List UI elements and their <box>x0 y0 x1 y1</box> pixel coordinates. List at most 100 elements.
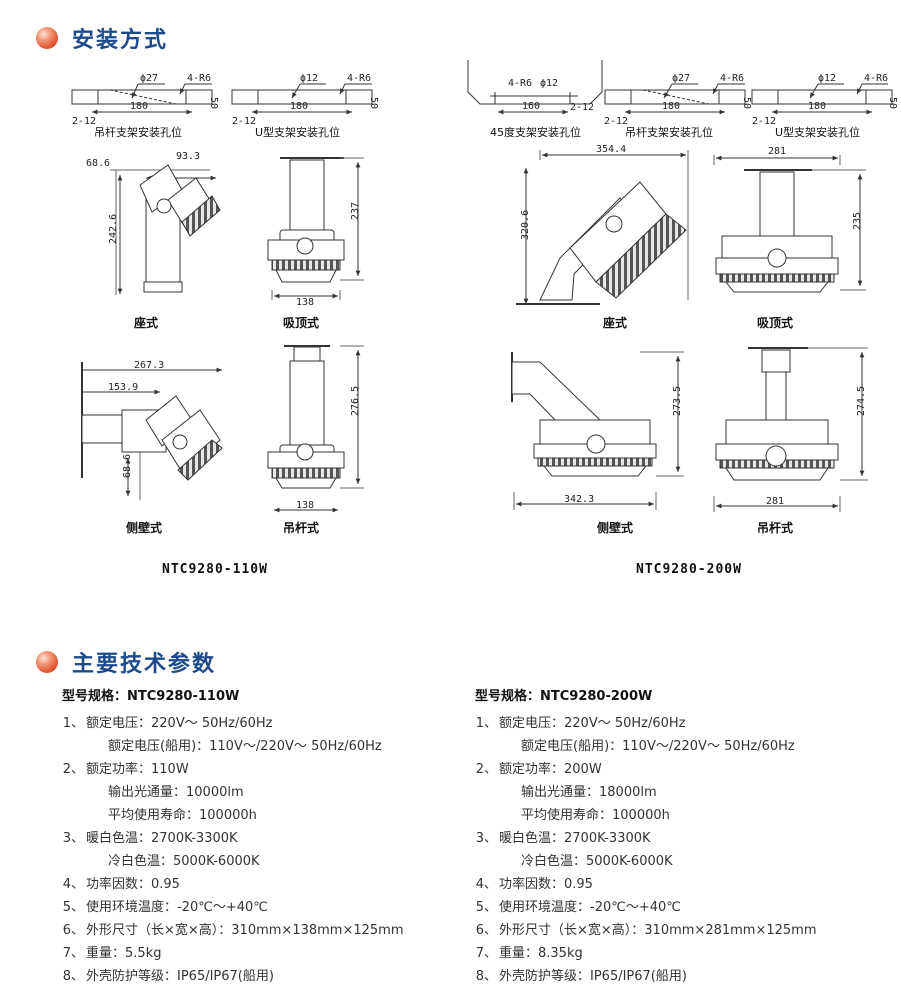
bullet-ball-icon <box>36 27 58 49</box>
spec-row: 5、使用环境温度：-20℃～+40℃ <box>62 896 482 919</box>
spec-row-text: 输出光通量：10000lm <box>108 785 244 800</box>
dim-d1: 276.5 <box>350 386 361 416</box>
drawing-pole-110 <box>267 345 364 513</box>
dim-g1: 273.5 <box>672 386 683 416</box>
h2-slot: 2-12 <box>232 116 256 127</box>
spec-row-number: 2、 <box>475 762 497 777</box>
spec-row: 1、额定电压：220V～ 50Hz/60Hz <box>475 712 895 735</box>
spec-row: 6、外形尺寸（长×宽×高）：310mm×138mm×125mm <box>62 919 482 942</box>
spec-row: 额定电压(船用)：110V～/220V～ 50Hz/60Hz <box>62 735 482 758</box>
hole-plate-u-200 <box>751 83 893 115</box>
hole-plate-pole-200 <box>604 83 746 115</box>
caption-wall-110: 侧壁式 <box>126 521 163 535</box>
spec-row-number: 4、 <box>62 877 84 892</box>
caption-hole-1: 吊杆支架安装孔位 <box>94 126 182 139</box>
h2-w: 180 <box>290 101 308 112</box>
spec-row-number <box>475 850 497 873</box>
spec-row-text: 冷白色温：5000K-6000K <box>108 854 260 869</box>
spec-row: 7、重量：5.5kg <box>62 942 482 965</box>
dim-k2: 281 <box>766 496 784 507</box>
h3-slot: 2-12 <box>570 102 594 113</box>
spec-row: 输出光通量：18000lm <box>475 781 895 804</box>
dim-e1: 354.4 <box>596 144 626 155</box>
spec-row-text: 平均使用寿命：100000h <box>108 808 257 823</box>
spec-row-number: 5、 <box>475 900 497 915</box>
spec-row: 输出光通量：10000lm <box>62 781 482 804</box>
dim-d2: 138 <box>296 500 314 511</box>
caption-hole-4: 吊杆支架安装孔位 <box>625 126 713 139</box>
model-label-200: NTC9280-200W <box>636 562 742 577</box>
spec-row-text: 暖白色温：2700K-3300K <box>499 831 651 846</box>
drawing-wall-110 <box>81 362 223 500</box>
spec-row: 平均使用寿命：100000h <box>62 804 482 827</box>
installation-drawings: ϕ27 4-R6 180 2-12 50 ϕ12 4-R6 180 2-12 5… <box>71 60 898 513</box>
caption-seat-110: 座式 <box>134 316 159 330</box>
spec-row: 8、外壳防护等级：IP65/IP67(船用) <box>475 965 895 988</box>
dim-c2: 153.9 <box>108 382 138 393</box>
spec-row-text: 重量：5.5kg <box>86 946 162 961</box>
dim-b1: 237 <box>350 202 361 220</box>
spec-row-number: 6、 <box>62 923 84 938</box>
spec-row-number <box>62 850 84 873</box>
spec-row: 5、使用环境温度：-20℃～+40℃ <box>475 896 895 919</box>
spec-row-number: 7、 <box>62 946 84 961</box>
h5-side: 50 <box>887 97 898 109</box>
section-spec-title: 主要技术参数 <box>72 652 217 677</box>
spec-row-number: 5、 <box>62 900 84 915</box>
section-spec-header: 主要技术参数 <box>36 646 216 678</box>
h1-w: 180 <box>130 101 148 112</box>
h1-r: 4-R6 <box>187 73 211 84</box>
h1-phi: ϕ27 <box>140 73 158 84</box>
spec-row-text: 外形尺寸（长×宽×高）：310mm×138mm×125mm <box>86 923 404 938</box>
spec-row-text: 额定电压：220V～ 50Hz/60Hz <box>86 716 273 731</box>
spec-row-number: 8、 <box>62 969 84 984</box>
spec-row-text: 使用环境温度：-20℃～+40℃ <box>499 900 681 915</box>
spec-row-number <box>62 781 84 804</box>
h2-phi: ϕ12 <box>300 73 318 84</box>
drawing-ceiling-200 <box>713 155 866 293</box>
dim-f1: 281 <box>768 146 786 157</box>
dim-a3: 242.6 <box>108 214 119 244</box>
h4-r: 4-R6 <box>720 73 744 84</box>
spec-title-200: 型号规格：NTC9280-200W <box>475 689 653 704</box>
spec-row-text: 暖白色温：2700K-3300K <box>86 831 238 846</box>
dim-f2: 235 <box>852 212 863 230</box>
spec-list-110: 型号规格：NTC9280-110W 1、额定电压：220V～ 50Hz/60Hz… <box>62 686 482 988</box>
drawing-ceiling-110 <box>267 157 364 300</box>
spec-row: 冷白色温：5000K-6000K <box>62 850 482 873</box>
spec-row-text: 外壳防护等级：IP65/IP67(船用) <box>499 969 687 984</box>
spec-list-200: 型号规格：NTC9280-200W 1、额定电压：220V～ 50Hz/60Hz… <box>475 686 895 988</box>
h5-phi: ϕ12 <box>818 73 836 84</box>
caption-pole-110: 吊杆式 <box>283 521 320 535</box>
caption-wall-200: 侧壁式 <box>597 521 634 535</box>
caption-hole-2: U型支架安装孔位 <box>255 126 341 139</box>
spec-row: 4、功率因数：0.95 <box>62 873 482 896</box>
h5-w: 180 <box>808 101 826 112</box>
spec-row: 4、功率因数：0.95 <box>475 873 895 896</box>
caption-hole-5: U型支架安装孔位 <box>775 126 861 139</box>
spec-row: 1、额定电压：220V～ 50Hz/60Hz <box>62 712 482 735</box>
spec-row-text: 外壳防护等级：IP65/IP67(船用) <box>86 969 274 984</box>
h2-r: 4-R6 <box>347 73 371 84</box>
h4-w: 180 <box>662 101 680 112</box>
h2-side: 50 <box>368 97 379 109</box>
spec-row-number: 8、 <box>475 969 497 984</box>
h1-side: 50 <box>208 97 219 109</box>
spec-row: 额定电压(船用)：110V～/220V～ 50Hz/60Hz <box>475 735 895 758</box>
dim-c3: 68.6 <box>122 454 133 478</box>
spec-row-text: 外形尺寸（长×宽×高）：310mm×281mm×125mm <box>499 923 817 938</box>
spec-row: 7、重量：8.35kg <box>475 942 895 965</box>
spec-row: 2、额定功率：200W <box>475 758 895 781</box>
dim-e2: 320.6 <box>520 210 531 240</box>
dim-a2: 93.3 <box>176 151 200 162</box>
dim-a1: 68.6 <box>86 158 110 169</box>
spec-title-110: 型号规格：NTC9280-110W <box>62 689 240 704</box>
spec-row-text: 平均使用寿命：100000h <box>521 808 670 823</box>
hole-plate-45-200 <box>467 60 603 115</box>
spec-row-text: 额定电压(船用)：110V～/220V～ 50Hz/60Hz <box>108 739 382 754</box>
h3-phi: ϕ12 <box>540 78 558 89</box>
spec-row-number: 4、 <box>475 877 497 892</box>
section-install-title: 安装方式 <box>72 28 169 53</box>
spec-row-number: 1、 <box>475 716 497 731</box>
spec-row-text: 重量：8.35kg <box>499 946 583 961</box>
